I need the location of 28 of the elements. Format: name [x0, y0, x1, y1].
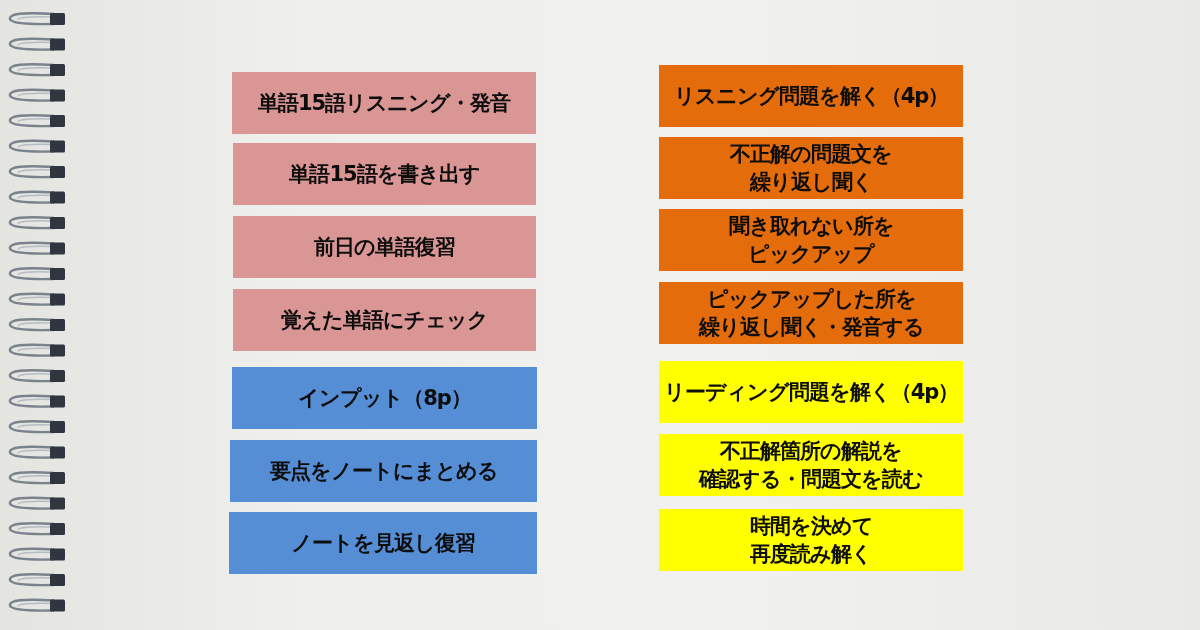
step-box: [232, 72, 536, 134]
step-label: 単語15語リスニング・発音: [257, 90, 511, 117]
step-box: [233, 143, 536, 205]
step-box: [659, 509, 963, 571]
step-box: [659, 282, 963, 344]
step-label: リーディング問題を解く（4p）: [663, 379, 959, 406]
step-label: ピックアップした所を繰り返し聞く・発音する: [698, 286, 924, 341]
step-label: 聞き取れない所をピックアップ: [728, 213, 894, 268]
step-box: [659, 137, 963, 199]
step-box: [232, 367, 537, 429]
step-label: 単語15語を書き出す: [289, 161, 480, 188]
step-label: 不正解の問題文を繰り返し聞く: [730, 141, 892, 196]
step-label: ノートを見返し復習: [291, 530, 475, 557]
step-label: 要点をノートにまとめる: [269, 458, 498, 485]
step-label: 時間を決めて再度読み解く: [749, 513, 873, 568]
step-label: 不正解箇所の解説を確認する・問題文を読む: [699, 438, 923, 493]
step-box: [659, 361, 963, 423]
step-label: 覚えた単語にチェック: [281, 307, 488, 334]
step-box: [659, 209, 963, 271]
step-box: [233, 216, 536, 278]
step-label: 前日の単語復習: [314, 234, 455, 261]
step-label: リスニング問題を解く（4p）: [673, 83, 949, 110]
step-box: [233, 289, 536, 351]
step-box: [659, 434, 963, 496]
step-box: [659, 65, 963, 127]
step-label: インプット（8p）: [298, 385, 471, 412]
step-box: [229, 512, 537, 574]
step-box: [230, 440, 537, 502]
